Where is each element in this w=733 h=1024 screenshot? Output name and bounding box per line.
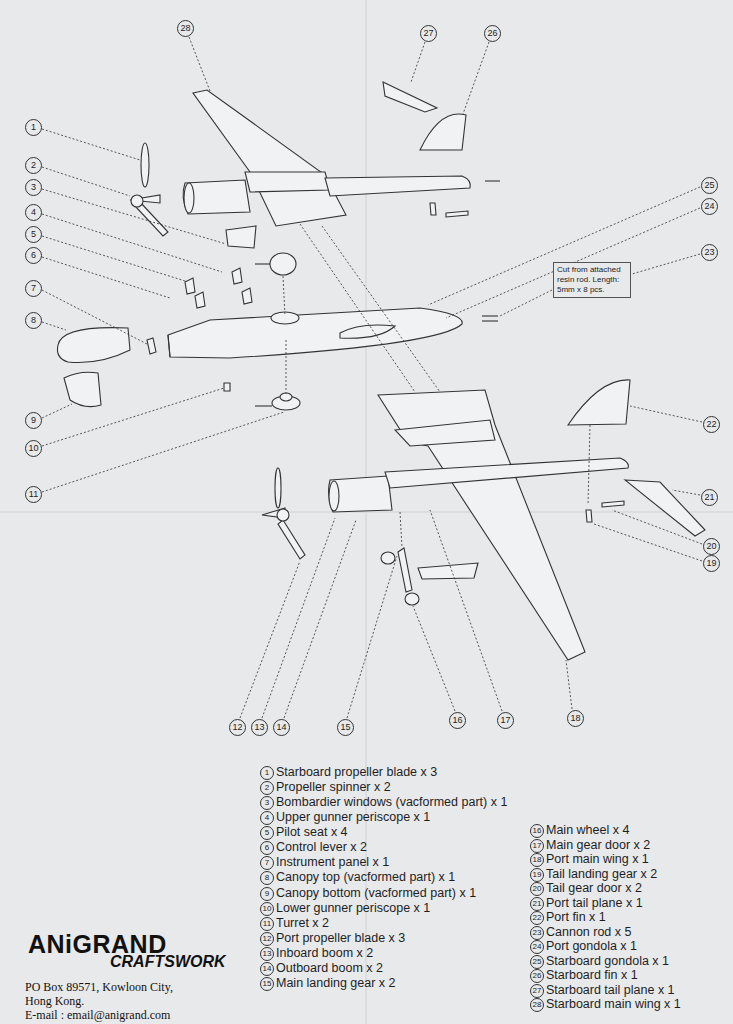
callout-number: 20 bbox=[703, 538, 720, 555]
callout-number: 23 bbox=[701, 244, 718, 261]
part-name: Cannon rod x 5 bbox=[546, 925, 631, 939]
part-name: Pilot seat x 4 bbox=[276, 825, 348, 839]
callout-number: 10 bbox=[25, 440, 42, 457]
list-number: 14 bbox=[260, 962, 274, 976]
brand-subtitle: CRAFTSWORK bbox=[110, 953, 226, 971]
list-number: 8 bbox=[260, 871, 274, 885]
list-number: 18 bbox=[530, 853, 544, 867]
part-name: Starboard tail plane x 1 bbox=[546, 983, 675, 997]
list-number: 27 bbox=[530, 984, 544, 998]
list-number: 6 bbox=[260, 841, 274, 855]
callout-number: 8 bbox=[25, 312, 42, 329]
list-number: 7 bbox=[260, 856, 274, 870]
part-name: Canopy bottom (vacformed part) x 1 bbox=[276, 886, 476, 900]
callout-number: 25 bbox=[701, 177, 718, 194]
part-name: Bombardier windows (vacformed part) x 1 bbox=[276, 795, 507, 809]
list-number: 9 bbox=[260, 887, 274, 901]
part-name: Instrument panel x 1 bbox=[276, 855, 389, 869]
list-number: 19 bbox=[530, 868, 544, 882]
list-number: 28 bbox=[530, 998, 544, 1012]
callout-number: 2 bbox=[25, 157, 42, 174]
list-number: 1 bbox=[260, 766, 274, 780]
callout-number: 12 bbox=[229, 719, 246, 736]
callout-number: 4 bbox=[25, 204, 42, 221]
part-name: Main gear door x 2 bbox=[546, 838, 650, 852]
list-number: 10 bbox=[260, 902, 274, 916]
part-name: Main wheel x 4 bbox=[546, 823, 629, 837]
part-name: Turret x 2 bbox=[276, 916, 329, 930]
part-name: Main landing gear x 2 bbox=[276, 976, 396, 990]
callout-number: 14 bbox=[273, 719, 290, 736]
callout-number: 26 bbox=[484, 25, 501, 42]
list-number: 2 bbox=[260, 781, 274, 795]
address-line: E-mail : email@anigrand.com bbox=[25, 1009, 170, 1022]
list-number: 5 bbox=[260, 826, 274, 840]
list-number: 25 bbox=[530, 955, 544, 969]
callout-number: 19 bbox=[703, 555, 720, 572]
part-name: Tail landing gear x 2 bbox=[546, 867, 657, 881]
list-number: 26 bbox=[530, 969, 544, 983]
address-line: Hong Kong. bbox=[25, 995, 84, 1008]
note-text: Cut from attached resin rod. Length: 5mm… bbox=[557, 265, 627, 295]
list-number: 11 bbox=[260, 917, 274, 931]
callout-number: 16 bbox=[449, 712, 466, 729]
callout-number: 22 bbox=[703, 416, 720, 433]
callout-number: 27 bbox=[420, 25, 437, 42]
part-name: Starboard fin x 1 bbox=[546, 968, 638, 982]
address-line: PO Box 89571, Kowloon City, bbox=[25, 981, 173, 994]
callout-number: 5 bbox=[25, 226, 42, 243]
part-name: Starboard gondola x 1 bbox=[546, 954, 669, 968]
part-name: Port gondola x 1 bbox=[546, 939, 637, 953]
list-number: 12 bbox=[260, 932, 274, 946]
callout-number: 13 bbox=[251, 719, 268, 736]
callout-number: 11 bbox=[25, 486, 42, 503]
list-number: 20 bbox=[530, 882, 544, 896]
callout-number: 18 bbox=[567, 710, 584, 727]
part-name: Port fin x 1 bbox=[546, 910, 606, 924]
part-name: Port propeller blade x 3 bbox=[276, 931, 405, 945]
note-box: Cut from attached resin rod. Length: 5mm… bbox=[553, 262, 631, 298]
list-number: 17 bbox=[530, 839, 544, 853]
part-name: Canopy top (vacformed part) x 1 bbox=[276, 870, 455, 884]
part-name: Port tail plane x 1 bbox=[546, 896, 643, 910]
part-name: Starboard main wing x 1 bbox=[546, 997, 681, 1011]
part-name: Port main wing x 1 bbox=[546, 852, 649, 866]
part-name: Tail gear door x 2 bbox=[546, 881, 642, 895]
callout-number: 15 bbox=[337, 719, 354, 736]
callout-number: 3 bbox=[25, 179, 42, 196]
part-name: Inboard boom x 2 bbox=[276, 946, 373, 960]
callout-number: 1 bbox=[25, 119, 42, 136]
list-number: 15 bbox=[260, 977, 274, 991]
part-name: Upper gunner periscope x 1 bbox=[276, 810, 430, 824]
part-name: Control lever x 2 bbox=[276, 840, 367, 854]
part-name: Propeller spinner x 2 bbox=[276, 780, 391, 794]
list-number: 4 bbox=[260, 811, 274, 825]
list-number: 13 bbox=[260, 947, 274, 961]
callout-number: 24 bbox=[701, 198, 718, 215]
list-number: 21 bbox=[530, 897, 544, 911]
list-number: 16 bbox=[530, 824, 544, 838]
list-number: 22 bbox=[530, 911, 544, 925]
part-name: Outboard boom x 2 bbox=[276, 961, 383, 975]
callout-number: 17 bbox=[497, 712, 514, 729]
list-number: 24 bbox=[530, 940, 544, 954]
callout-number: 7 bbox=[25, 280, 42, 297]
callout-number: 28 bbox=[177, 20, 194, 37]
part-name: Lower gunner periscope x 1 bbox=[276, 901, 430, 915]
list-number: 23 bbox=[530, 926, 544, 940]
callout-number: 9 bbox=[25, 412, 42, 429]
part-name: Starboard propeller blade x 3 bbox=[276, 765, 437, 779]
callout-number: 21 bbox=[701, 489, 718, 506]
callout-number: 6 bbox=[25, 247, 42, 264]
list-number: 3 bbox=[260, 796, 274, 810]
